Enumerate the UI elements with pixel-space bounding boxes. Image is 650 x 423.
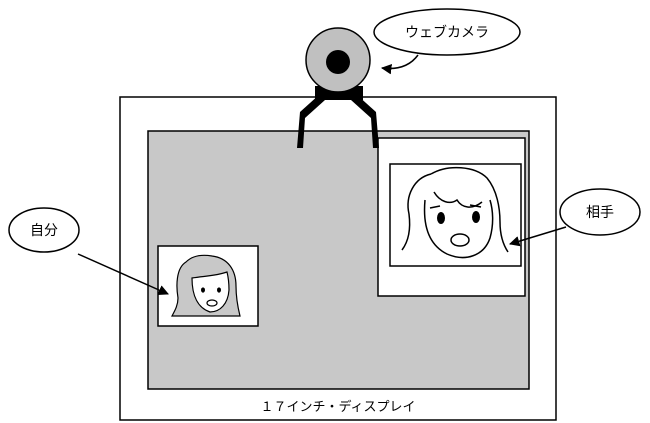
partner-label: 相手 xyxy=(586,205,614,221)
partner-arrow xyxy=(508,226,567,247)
webcam-icon xyxy=(297,27,379,148)
webcam-label: ウェブカメラ xyxy=(405,24,489,41)
self-callout: 自分 xyxy=(8,207,80,253)
display-label: １７インチ・ディスプレイ xyxy=(260,399,415,415)
self-arrow xyxy=(77,253,169,295)
webcam-arrow xyxy=(380,54,419,75)
self-face-icon xyxy=(171,254,241,317)
partner-face-icon xyxy=(401,166,509,259)
self-label: 自分 xyxy=(30,223,58,239)
partner-callout: 相手 xyxy=(559,188,641,236)
webcam-callout: ウェブカメラ xyxy=(373,8,521,56)
